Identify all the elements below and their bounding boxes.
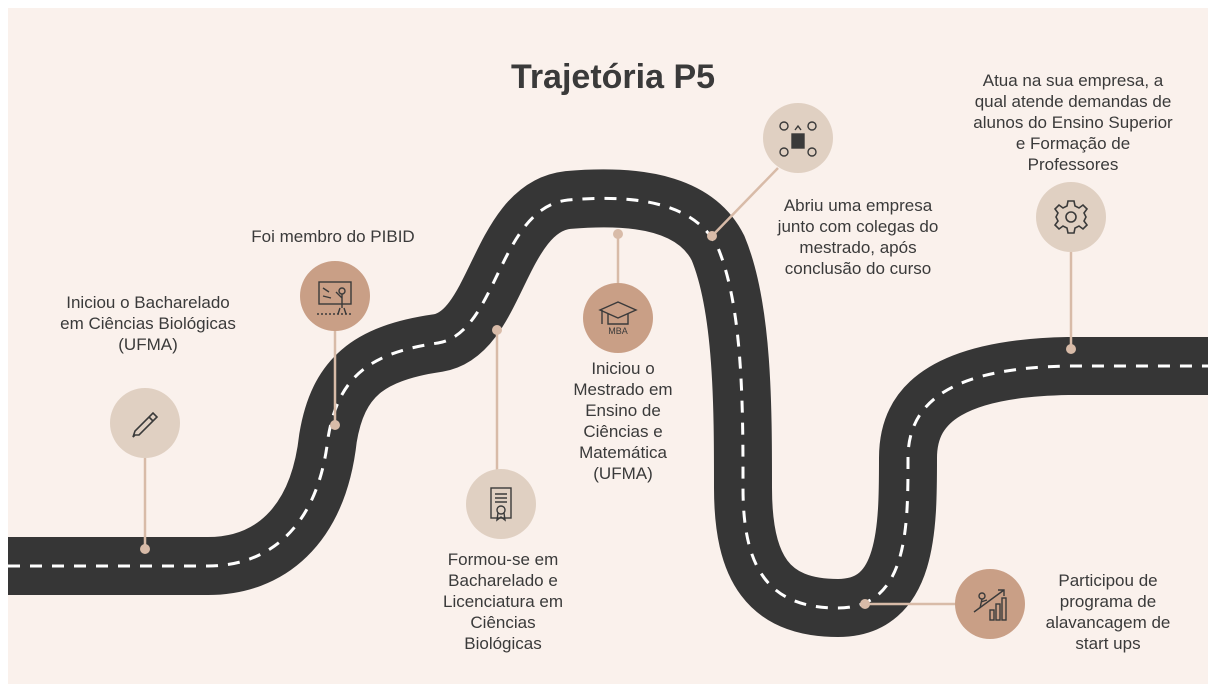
milestone-1 xyxy=(110,388,180,554)
milestone-7-text: Atua na sua empresa, a qual atende deman… xyxy=(973,71,1173,174)
milestone-1-circle xyxy=(110,388,180,458)
pencil-icon xyxy=(132,411,159,438)
roadmap-road-graphic: MBA xyxy=(8,103,1208,639)
milestone-5 xyxy=(707,103,833,241)
milestone-6 xyxy=(860,569,1025,639)
milestone-6-text: Participou de programa de alavancagem de… xyxy=(1045,571,1171,653)
mba-label: MBA xyxy=(608,326,628,336)
milestone-6-circle xyxy=(955,569,1025,639)
milestone-2 xyxy=(300,261,370,430)
growth-chart-climber-icon xyxy=(973,589,1007,621)
milestone-3-circle xyxy=(466,469,536,539)
milestone-2-circle xyxy=(300,261,370,331)
milestone-2-text: Foi membro do PIBID xyxy=(251,227,415,246)
page-title: Trajetória P5 xyxy=(510,58,716,96)
milestone-3 xyxy=(466,325,536,539)
company-network-icon xyxy=(779,121,817,157)
milestone-4-text: Iniciou o Mestrado em Ensino de Ciências… xyxy=(573,359,673,483)
milestone-1-text: Iniciou o Bacharelado em Ciências Biológ… xyxy=(60,293,236,354)
teacher-board-icon xyxy=(317,281,353,315)
roadmap-canvas: MBA xyxy=(8,8,1208,684)
milestone-7 xyxy=(1036,182,1106,354)
milestone-3-text: Formou-se em Bacharelado e Licenciatura … xyxy=(442,550,563,653)
diploma-certificate-icon xyxy=(490,487,512,522)
milestone-7-circle xyxy=(1036,182,1106,252)
milestone-4: MBA xyxy=(583,229,653,353)
milestone-5-text: Abriu uma empresa junto com colegas do m… xyxy=(777,196,939,278)
mba-graduation-cap-icon: MBA xyxy=(598,301,638,336)
gear-icon xyxy=(1053,200,1089,234)
road-center-dashes xyxy=(8,196,1208,610)
